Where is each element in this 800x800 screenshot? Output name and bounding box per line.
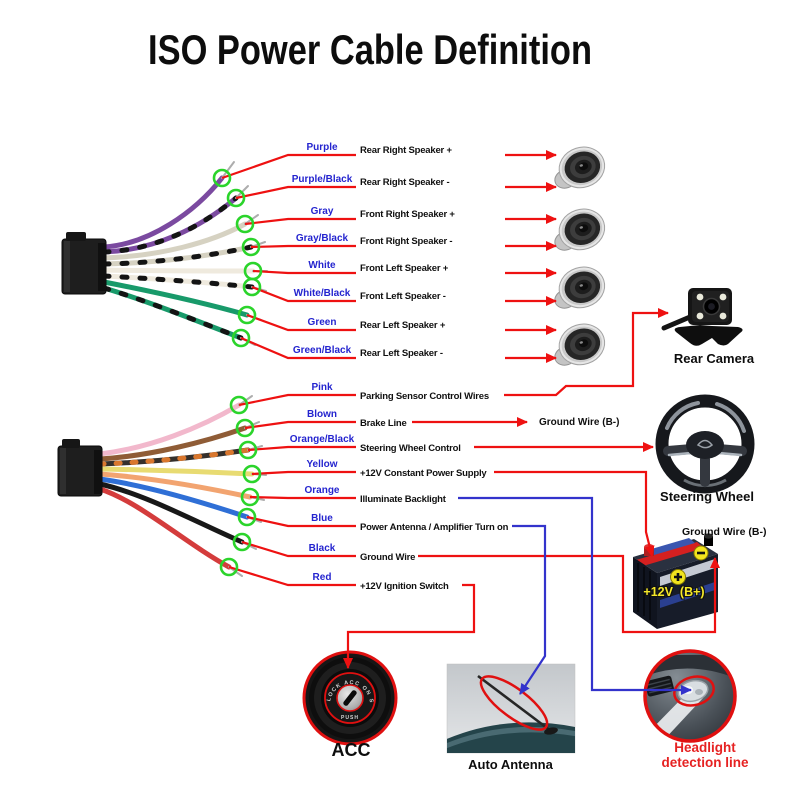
wire-color-label: Green/Black (292, 345, 352, 356)
iso-connector-a (61, 232, 107, 295)
wire-function-label: Illuminate Backlight (360, 494, 446, 505)
headlight-detection-label: Headlight detection line (640, 740, 770, 770)
battery-positive-label: +12V (B+) (643, 585, 705, 599)
speaker-icon (546, 140, 611, 374)
brake-ground-wire-label: Ground Wire (B-) (539, 417, 620, 428)
wire-color-label: Orange/Black (289, 434, 355, 445)
wire-function-label: Rear Right Speaker - (360, 177, 450, 188)
wire-function-label: Rear Left Speaker + (360, 320, 446, 331)
leader-lines-red (221, 150, 720, 669)
iso-connector-b (57, 439, 103, 497)
wire-function-label: Front Right Speaker + (360, 209, 455, 220)
wire-function-label: Front Left Speaker - (360, 291, 446, 302)
wire-color-label: Gray (310, 206, 334, 217)
wire-color-label: White/Black (293, 288, 351, 299)
acc-label: ACC (331, 740, 371, 760)
wire-color-label: Green (307, 317, 337, 328)
wire-function-label: +12V Constant Power Supply (360, 468, 487, 479)
wire-function-label: Rear Left Speaker - (360, 348, 443, 359)
wire-color-label: Red (312, 572, 332, 583)
battery-negative-label: Ground Wire (B-) (682, 526, 767, 538)
wire-function-label: Brake Line (360, 418, 407, 429)
wire-function-label: Power Antenna / Amplifier Turn on (360, 522, 509, 533)
wire-function-label: Front Right Speaker - (360, 236, 453, 247)
wire-function-label: Steering Wheel Control (360, 443, 461, 454)
wire-color-label: Orange (304, 485, 340, 496)
leader-lines-blue (458, 496, 692, 695)
wire-color-label: Blue (311, 513, 333, 524)
headlight-label-line2: detection line (661, 755, 749, 770)
wire-color-label: White (308, 260, 336, 271)
steering-wheel-label: Steering Wheel (660, 489, 754, 504)
wire-color-label: Yellow (306, 459, 338, 470)
harness-a-wires (101, 175, 256, 341)
auto-antenna-label: Auto Antenna (468, 757, 553, 772)
wire-function-label: Ground Wire (360, 552, 416, 563)
wire-color-label: Black (308, 543, 336, 554)
car-battery-icon (633, 533, 718, 629)
harness-b-wires (97, 402, 255, 570)
page-title: ISO Power Cable Definition (148, 26, 592, 73)
acc-ignition-icon: LOCK ACC ON START PUSH (302, 650, 398, 746)
wire-color-label: Gray/Black (295, 233, 349, 244)
acc-dial-push-text: PUSH (341, 715, 359, 721)
wire-function-label: Rear Right Speaker + (360, 145, 452, 156)
wire-color-label: Pink (311, 382, 333, 393)
headlight-photo (643, 649, 737, 743)
rear-camera-label: Rear Camera (673, 351, 755, 366)
wire-color-label: Purple/Black (291, 174, 353, 185)
steering-wheel-icon (655, 394, 755, 494)
wire-tip-markers (212, 168, 263, 577)
headlight-label-line1: Headlight (674, 740, 736, 755)
wire-function-label: Front Left Speaker + (360, 263, 449, 274)
rear-camera-icon (661, 288, 743, 346)
wire-function-label: +12V Ignition Switch (360, 581, 449, 592)
wire-color-label: Blown (307, 409, 337, 420)
wire-function-label: Parking Sensor Control Wires (360, 391, 489, 402)
auto-antenna-photo (446, 663, 576, 754)
wire-color-label: Purple (306, 142, 338, 153)
